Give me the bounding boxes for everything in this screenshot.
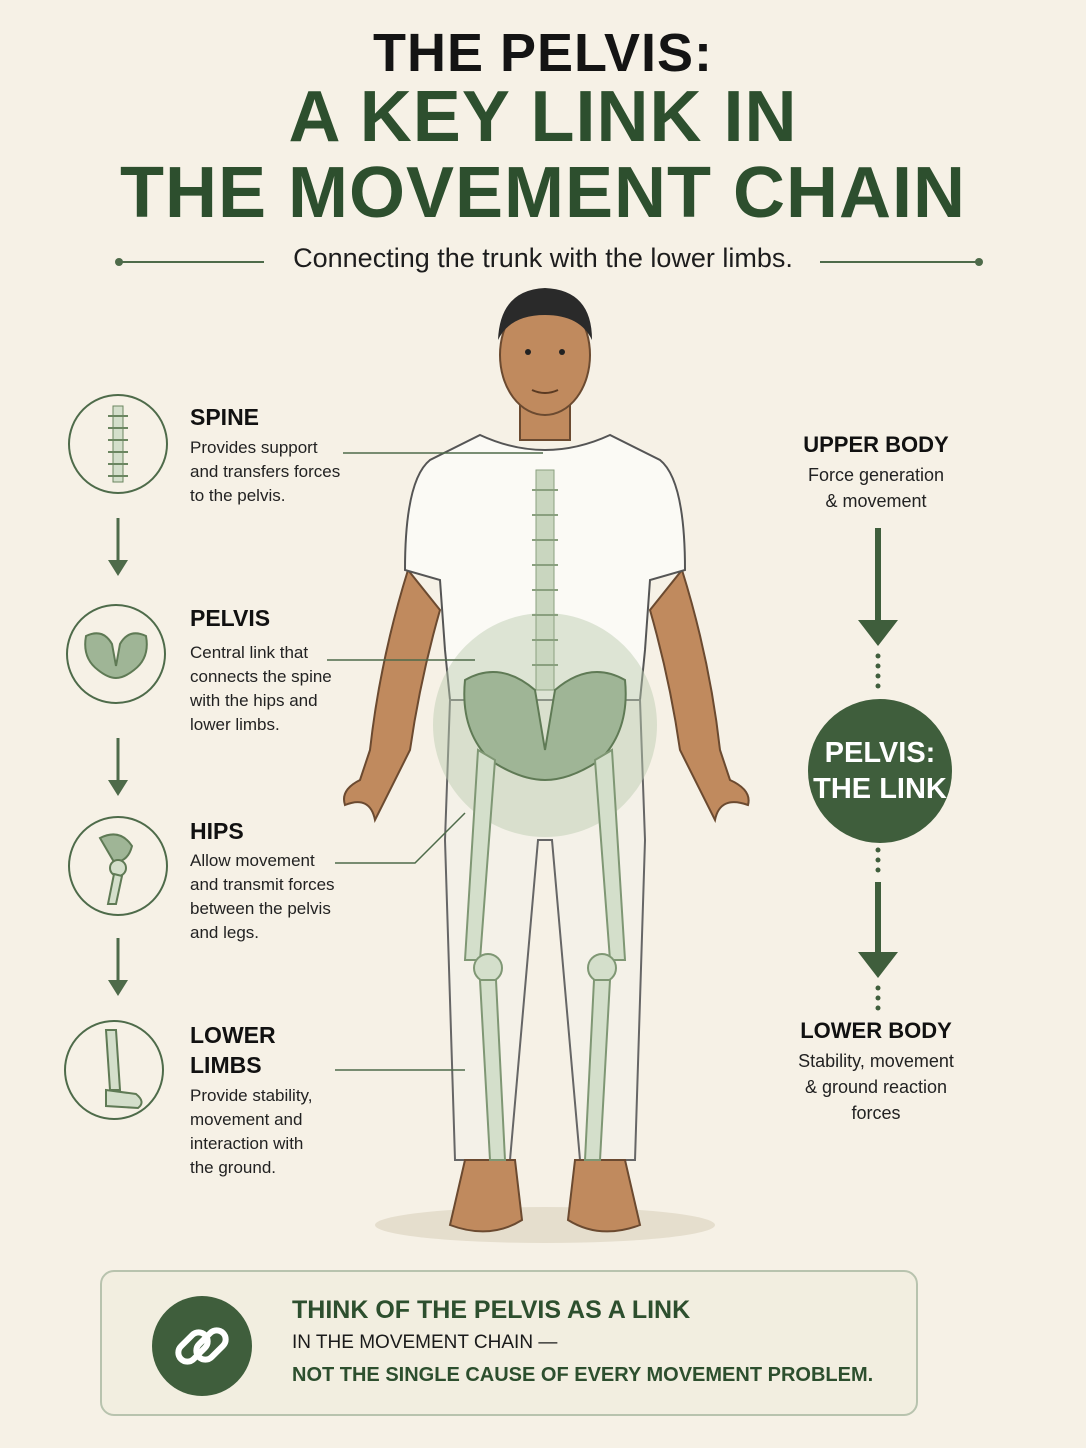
pelvis-icon bbox=[66, 604, 166, 704]
callout-line-1: THINK OF THE PELVIS AS A LINK bbox=[292, 1296, 691, 1324]
rule-dot-right bbox=[975, 258, 983, 266]
lower-body-heading: LOWER BODY bbox=[800, 1018, 952, 1043]
lower-limbs-text-1: Provide stability, bbox=[190, 1086, 313, 1105]
spine-text-3: to the pelvis. bbox=[190, 486, 286, 505]
arrow-down-icon bbox=[108, 938, 128, 996]
lower-body-text-3: forces bbox=[851, 1103, 901, 1123]
upper-body-text-2: & movement bbox=[825, 491, 927, 511]
rule-dot-left bbox=[115, 258, 123, 266]
hip-joint-icon bbox=[68, 816, 168, 916]
rule-right bbox=[820, 261, 978, 263]
hips-text-2: and transmit forces bbox=[190, 875, 335, 894]
title-line-1: THE PELVIS: bbox=[372, 23, 714, 83]
pelvis-text-3: with the hips and bbox=[190, 691, 318, 710]
lower-limb-icon bbox=[64, 1020, 164, 1120]
lower-limbs-text-4: the ground. bbox=[190, 1158, 277, 1177]
hips-heading: HIPS bbox=[190, 818, 244, 844]
arrow-down-icon bbox=[858, 528, 898, 689]
lower-limbs-heading-2: LIMBS bbox=[190, 1052, 262, 1078]
hips-text-3: between the pelvis bbox=[190, 899, 331, 918]
lower-limbs-text-3: interaction with bbox=[190, 1134, 304, 1153]
pelvis-text-4: lower limbs. bbox=[190, 715, 280, 734]
lower-limbs-heading-1: LOWER bbox=[190, 1022, 276, 1048]
upper-body-text-1: Force generation bbox=[807, 465, 945, 485]
human-figure-illustration bbox=[327, 288, 750, 1243]
pelvis-link-circle: PELVIS: THE LINK bbox=[808, 699, 952, 843]
arrow-down-icon bbox=[108, 518, 128, 576]
pelvis-text-2: connects the spine bbox=[190, 667, 332, 686]
title-line-3: THE MOVEMENT CHAIN bbox=[120, 153, 966, 233]
callout-box bbox=[100, 1270, 918, 1416]
callout-line-2: IN THE MOVEMENT CHAIN — bbox=[292, 1332, 558, 1353]
hips-text-4: and legs. bbox=[190, 923, 259, 942]
pelvis-heading: PELVIS bbox=[190, 605, 271, 631]
lower-body-text-1: Stability, movement bbox=[798, 1051, 954, 1071]
rule-left bbox=[120, 261, 264, 263]
chain-link-icon bbox=[152, 1296, 252, 1396]
arrow-down-icon bbox=[858, 847, 898, 1011]
lower-limbs-text-2: movement and bbox=[190, 1110, 303, 1129]
pelvis-link-line-2: THE LINK bbox=[813, 773, 947, 805]
pelvis-text-1: Central link that bbox=[190, 643, 309, 662]
spine-text-1: Provides support bbox=[190, 438, 318, 457]
spine-heading: SPINE bbox=[190, 404, 260, 430]
pelvis-link-line-1: PELVIS: bbox=[824, 737, 936, 769]
title-line-2: A KEY LINK IN bbox=[288, 77, 798, 157]
spine-text-2: and transfers forces bbox=[190, 462, 341, 481]
hips-text-1: Allow movement bbox=[190, 851, 315, 870]
callout-line-3: NOT THE SINGLE CAUSE OF EVERY MOVEMENT P… bbox=[292, 1364, 874, 1386]
lower-body-text-2: & ground reaction bbox=[804, 1077, 948, 1097]
spine-icon bbox=[68, 394, 168, 494]
subtitle: Connecting the trunk with the lower limb… bbox=[293, 243, 793, 273]
arrow-down-icon bbox=[108, 738, 128, 796]
upper-body-heading: UPPER BODY bbox=[803, 432, 949, 457]
